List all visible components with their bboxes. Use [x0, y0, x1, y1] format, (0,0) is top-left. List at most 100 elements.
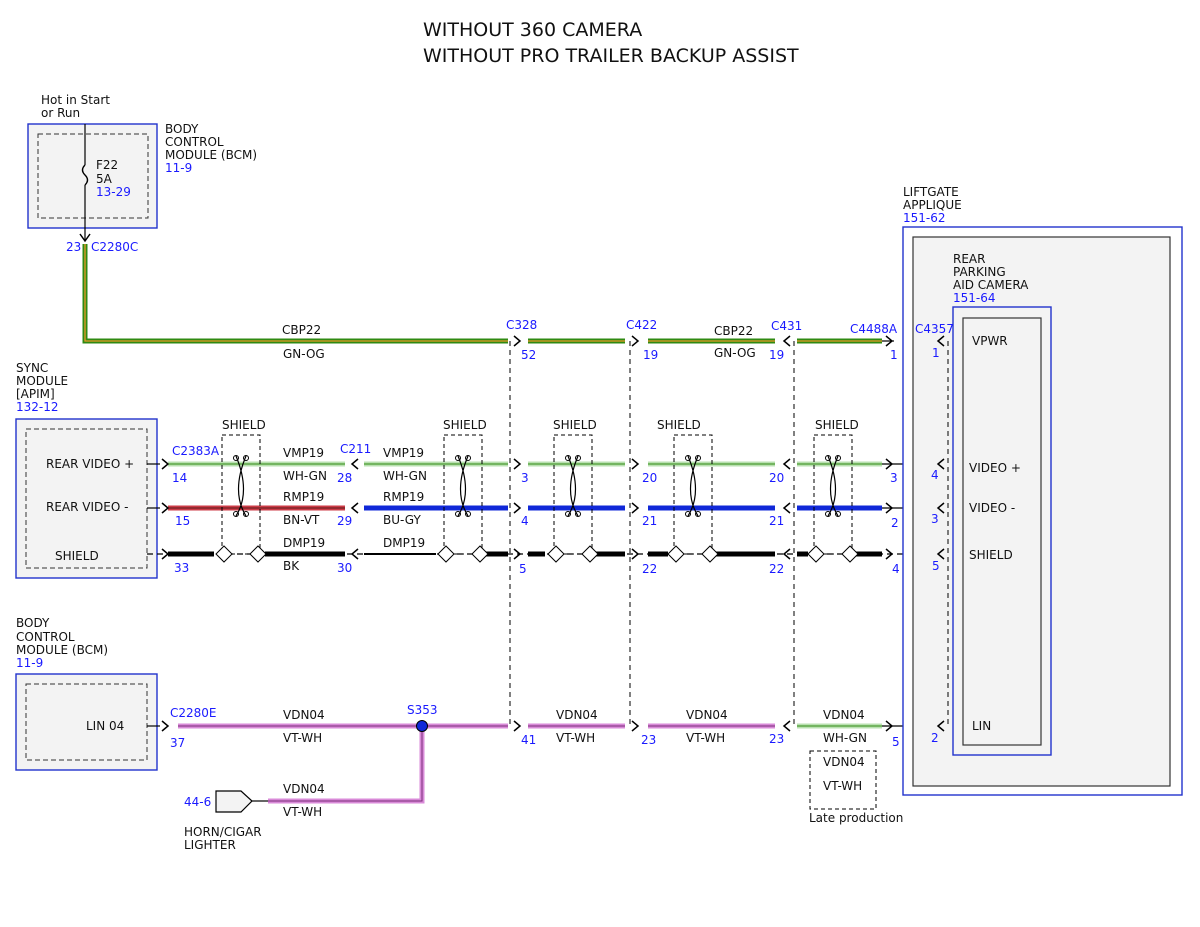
- bcm-bottom-ref: 11-9: [16, 656, 43, 670]
- shield-label-5: SHIELD: [815, 418, 859, 432]
- bcm-top-ref: 11-9: [165, 161, 192, 175]
- wire-color-vtwh-f: VT-WH: [823, 779, 862, 793]
- shield-symbol-2: [437, 434, 489, 563]
- connector-c211: C211: [340, 442, 371, 456]
- pin-c4357-1: 1: [932, 346, 940, 360]
- title-line2: WITHOUT PRO TRAILER BACKUP ASSIST: [423, 45, 799, 67]
- camera-name2: PARKING: [953, 265, 1006, 279]
- wire-label-cbp22-b: CBP22: [714, 324, 753, 338]
- wire-label-vdn04-f: VDN04: [823, 755, 865, 769]
- fuse-id: F22: [96, 158, 118, 172]
- pin-c4357-5: 5: [932, 559, 940, 573]
- horn-label-line2: LIGHTER: [184, 838, 236, 852]
- pin-c431-21: 21: [769, 514, 784, 528]
- bcm-bottom-inner: [25, 683, 148, 761]
- pin-c328-3: 3: [521, 471, 529, 485]
- pin-c4488a-2: 2: [891, 516, 899, 530]
- fuse-ref: 13-29: [96, 185, 131, 199]
- connector-c2280e: C2280E: [170, 706, 217, 720]
- pin-c422-19: 19: [643, 348, 658, 362]
- sync-pin-video-minus: REAR VIDEO -: [46, 500, 128, 514]
- camera-name1: REAR: [953, 252, 985, 266]
- pin-c422-23: 23: [641, 733, 656, 747]
- connector-c2280c: C2280C: [91, 240, 138, 254]
- shield-label-4: SHIELD: [657, 418, 701, 432]
- camera-name3: AID CAMERA: [953, 278, 1029, 292]
- wire-label-vdn04-a: VDN04: [283, 708, 325, 722]
- wire-label-vdn04-b: VDN04: [556, 708, 598, 722]
- bcm-top-name1: BODY: [165, 122, 199, 136]
- pin-sync-14: 14: [172, 471, 187, 485]
- pin-c328-41: 41: [521, 733, 536, 747]
- bcm-bottom-pin-lin: LIN 04: [86, 719, 124, 733]
- bcm-top-name3: MODULE (BCM): [165, 148, 257, 162]
- pin-c211-30: 30: [337, 561, 352, 575]
- bcm-bottom-box: [15, 673, 158, 771]
- sync-name3: [APIM]: [16, 387, 55, 401]
- wire-cbp22: [82, 244, 965, 344]
- connector-c431: C431: [771, 319, 802, 333]
- pin-c422-22: 22: [642, 562, 657, 576]
- connector-arrow-icon: [79, 233, 91, 243]
- wire-vdn04: [147, 723, 965, 804]
- pin-c431-20: 20: [769, 471, 784, 485]
- sync-ref: 132-12: [16, 400, 59, 414]
- pin-c4488a-5: 5: [892, 735, 900, 749]
- sync-module-inner: [25, 428, 148, 569]
- pin-c211-28: 28: [337, 471, 352, 485]
- inline-connector-lines: [509, 341, 949, 726]
- pin-sync-33: 33: [174, 561, 189, 575]
- pin-c328-52: 52: [521, 348, 536, 362]
- wire-label-vdn04-e: VDN04: [283, 782, 325, 796]
- fuse-amps: 5A: [96, 172, 113, 186]
- hot-in-start-label: Hot in Start: [41, 93, 110, 107]
- late-production-box: [809, 750, 877, 810]
- camera-ref: 151-64: [953, 291, 996, 305]
- shield-symbol-3: [547, 434, 599, 563]
- connector-c2383a: C2383A: [172, 444, 220, 458]
- pin-c4488a-4: 4: [892, 562, 900, 576]
- horn-ref: 44-6: [184, 795, 211, 809]
- wire-color-vtwh-b: VT-WH: [556, 731, 595, 745]
- pin-c422-21: 21: [642, 514, 657, 528]
- wire-label-rmp19-a: RMP19: [283, 490, 324, 504]
- pin-c4357-4: 4: [931, 468, 939, 482]
- camera-pin-video-minus: VIDEO -: [969, 501, 1015, 515]
- wire-label-cbp22-a: CBP22: [282, 323, 321, 337]
- wire-label-vmp19-b: VMP19: [383, 446, 424, 460]
- pin-c328-4: 4: [521, 514, 529, 528]
- bcm-top-inner: [37, 133, 149, 219]
- bcm-bottom-name2: CONTROL: [16, 630, 75, 644]
- pin-c422-20: 20: [642, 471, 657, 485]
- wire-color-gnog-a: GN-OG: [283, 347, 325, 361]
- sync-module-box: [15, 418, 158, 579]
- wire-color-bnvt: BN-VT: [283, 513, 320, 527]
- splice-s353-label: S353: [407, 703, 438, 717]
- pin-c431-19: 19: [769, 348, 784, 362]
- wire-label-dmp19-b: DMP19: [383, 536, 425, 550]
- connector-c4488a: C4488A: [850, 322, 898, 336]
- pin-c4488a-1: 1: [890, 348, 898, 362]
- wire-color-vtwh-e: VT-WH: [283, 805, 322, 819]
- wire-color-bk: BK: [283, 559, 300, 573]
- camera-pin-shield: SHIELD: [969, 548, 1013, 562]
- wire-color-vtwh-c: VT-WH: [686, 731, 725, 745]
- connector-c422: C422: [626, 318, 657, 332]
- camera-inner: [962, 317, 1042, 746]
- pin-c431-23: 23: [769, 732, 784, 746]
- bcm-top-name2: CONTROL: [165, 135, 224, 149]
- wire-color-bugy: BU-GY: [383, 513, 421, 527]
- wire-color-whgn-a: WH-GN: [283, 469, 327, 483]
- fuse-icon: [81, 164, 89, 186]
- sync-name2: MODULE: [16, 374, 68, 388]
- connector-c328: C328: [506, 318, 537, 332]
- pin-c211-29: 29: [337, 514, 352, 528]
- shield-symbol-5: [807, 434, 859, 563]
- shield-label-1: SHIELD: [222, 418, 266, 432]
- bcm-top-pin: 23: [66, 240, 81, 254]
- wire-color-whgn-b: WH-GN: [383, 469, 427, 483]
- title-line1: WITHOUT 360 CAMERA: [423, 19, 642, 41]
- shield-symbol-4: [667, 434, 719, 563]
- horn-label-line1: HORN/CIGAR: [184, 825, 262, 839]
